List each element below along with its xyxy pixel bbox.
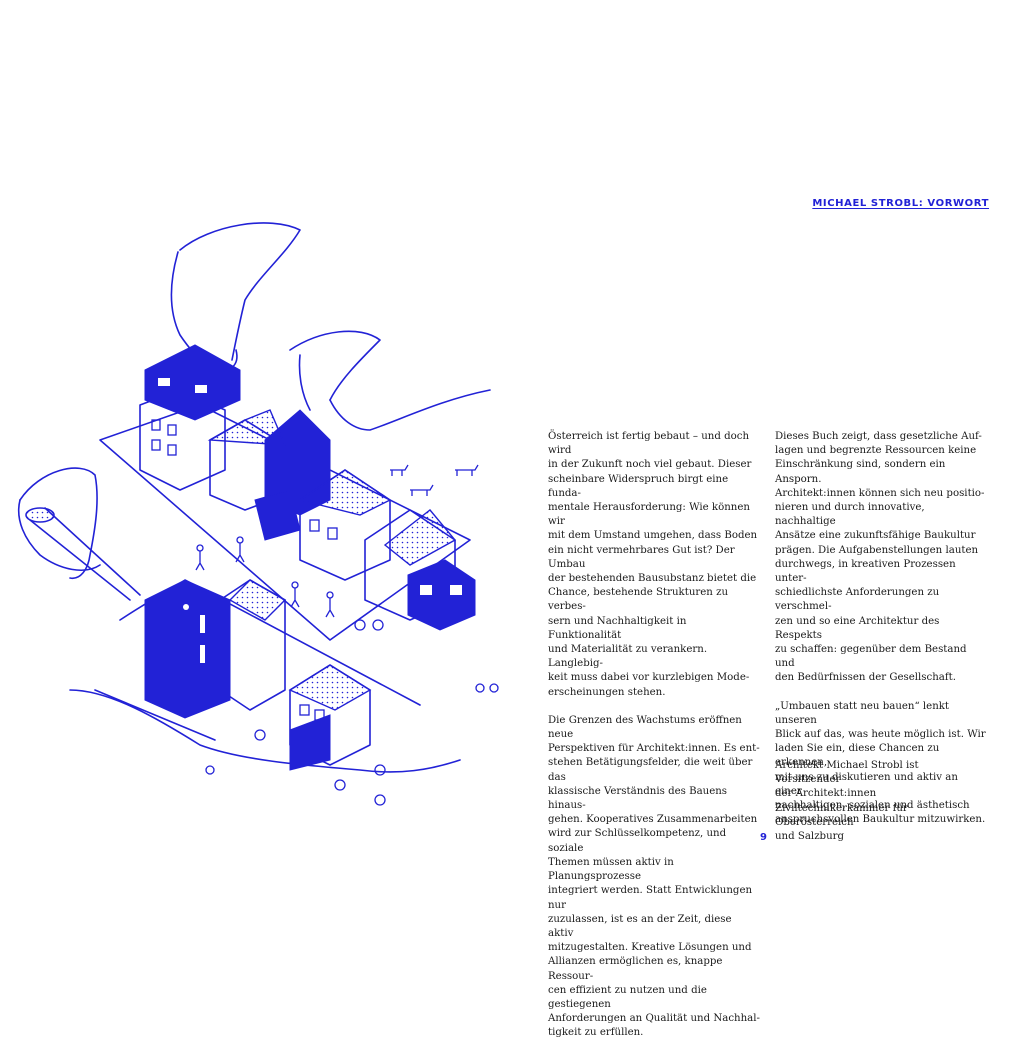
left-text-column: Österreich ist fertig bebaut – und doch … [548,430,760,1055]
page-number: 9 [760,832,767,843]
right-paragraph-2: „Umbauen statt neu bauen“ lenkt unseren … [775,700,986,826]
page-header-title: MICHAEL STROBL: VORWORT [812,198,989,209]
left-paragraph-2: Die Grenzen des Wachstums eröffnen neue … [548,714,760,1039]
right-text-column: Dieses Buch zeigt, dass gesetzliche Auf-… [775,430,987,841]
left-paragraph-1: Österreich ist fertig bebaut – und doch … [548,431,758,698]
author-bio: Architekt Michael Strobl ist Vorsitzende… [775,760,919,843]
village-illustration [17,222,499,806]
right-paragraph-1: Dieses Buch zeigt, dass gesetzliche Auf-… [775,431,985,684]
